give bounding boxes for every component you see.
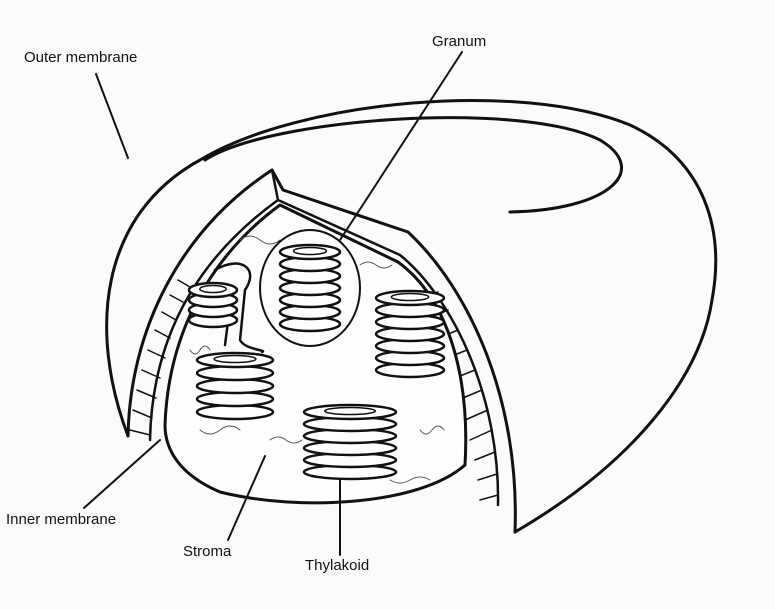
granum-stack	[195, 351, 275, 421]
label-thylakoid: Thylakoid	[305, 557, 370, 574]
thylakoid-top-lumen	[213, 354, 257, 364]
inner-membrane-hatch-left	[129, 279, 191, 436]
granum-stack	[187, 281, 239, 329]
leader-inner-membrane	[83, 439, 161, 509]
thylakoid-top-lumen	[199, 284, 227, 294]
leader-granum	[339, 51, 463, 241]
outer-membrane-inner-lip	[203, 116, 623, 214]
leader-outer-membrane	[95, 73, 129, 159]
thylakoid-disk	[195, 351, 275, 369]
granum-stack	[302, 403, 398, 481]
granum-stack	[374, 289, 446, 379]
label-granum: Granum	[432, 33, 487, 50]
label-stroma: Stroma	[183, 543, 232, 560]
thylakoid-disk	[374, 289, 446, 307]
thylakoid-top-lumen	[292, 246, 328, 256]
label-inner-membrane: Inner membrane	[6, 511, 117, 528]
outer-membrane-shell	[105, 98, 718, 534]
granum-stack	[278, 243, 342, 333]
granum-highlight-circle	[259, 229, 361, 347]
thylakoid-disk	[302, 403, 398, 421]
leader-stroma	[227, 455, 266, 541]
outer-membrane-cut-edge	[126, 168, 517, 534]
label-outer-membrane: Outer membrane	[24, 49, 138, 66]
membrane-gap-line	[148, 168, 500, 507]
thylakoid-top-lumen	[323, 406, 377, 416]
thylakoid-top-lumen	[390, 292, 430, 302]
thylakoid-disk	[187, 281, 239, 299]
stroma-squiggles	[189, 235, 445, 484]
